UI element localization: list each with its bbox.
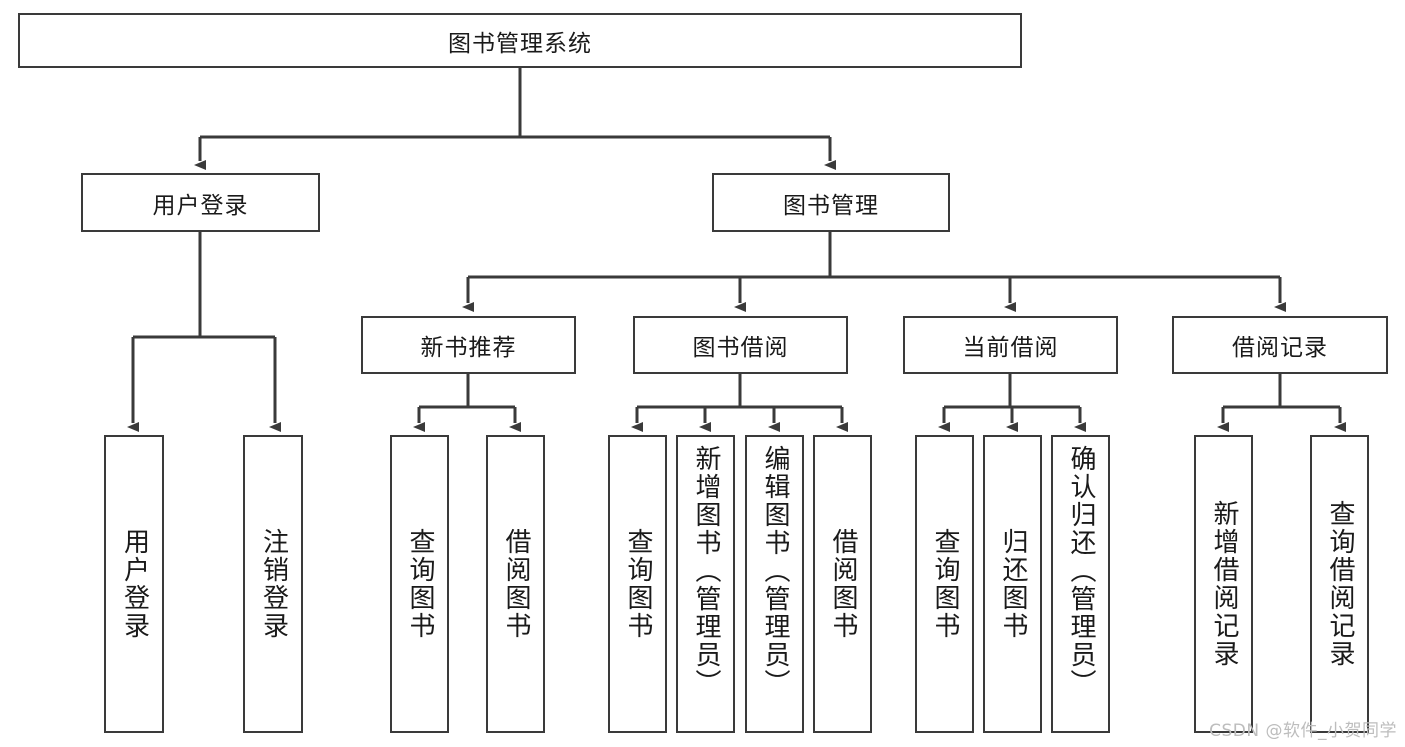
leaf-return-book[interactable]: 归还图书 xyxy=(983,435,1042,733)
node-label: 查询图书 xyxy=(623,528,654,640)
node-label: 新增图书（管理员） xyxy=(691,445,722,697)
node-book-borrow[interactable]: 图书借阅 xyxy=(633,316,848,374)
node-label: 查询图书 xyxy=(405,528,436,640)
node-new-book-recommend[interactable]: 新书推荐 xyxy=(361,316,576,374)
node-label: 编辑图书（管理员） xyxy=(760,445,791,697)
node-user-login[interactable]: 用户登录 xyxy=(81,173,320,232)
node-label: 用户登录 xyxy=(152,192,249,219)
leaf-user-login[interactable]: 用户登录 xyxy=(104,435,164,733)
node-current-borrow[interactable]: 当前借阅 xyxy=(903,316,1118,374)
leaf-confirm-return[interactable]: 确认归还（管理员） xyxy=(1051,435,1110,733)
node-label: 图书借阅 xyxy=(692,335,789,361)
csdn-watermark: CSDN @软件_小贺同学 xyxy=(1209,721,1397,741)
leaf-logout-login[interactable]: 注销登录 xyxy=(243,435,303,733)
leaf-query-book-current[interactable]: 查询图书 xyxy=(915,435,974,733)
node-label: 图书管理 xyxy=(783,192,879,219)
node-label: 确认归还（管理员） xyxy=(1066,445,1097,697)
node-label: 注销登录 xyxy=(258,528,289,640)
node-label: 查询图书 xyxy=(930,528,961,640)
node-root-system[interactable]: 图书管理系统 xyxy=(18,13,1022,68)
node-label: 新增借阅记录 xyxy=(1209,500,1240,668)
node-label: 查询借阅记录 xyxy=(1325,500,1356,668)
leaf-add-borrow-record[interactable]: 新增借阅记录 xyxy=(1194,435,1253,733)
node-label: 归还图书 xyxy=(998,528,1029,640)
leaf-query-borrow-record[interactable]: 查询借阅记录 xyxy=(1310,435,1369,733)
node-label: 借阅记录 xyxy=(1232,335,1328,361)
leaf-borrow-book-recommend[interactable]: 借阅图书 xyxy=(486,435,545,733)
node-label: 借阅图书 xyxy=(501,528,532,640)
node-label: 图书管理系统 xyxy=(448,30,592,57)
node-label: 借阅图书 xyxy=(828,528,859,640)
leaf-borrow-book[interactable]: 借阅图书 xyxy=(813,435,872,733)
node-label: 新书推荐 xyxy=(420,335,517,361)
node-borrow-record[interactable]: 借阅记录 xyxy=(1172,316,1388,374)
node-label: 当前借阅 xyxy=(962,335,1059,361)
leaf-edit-book[interactable]: 编辑图书（管理员） xyxy=(745,435,804,733)
leaf-query-book-borrow[interactable]: 查询图书 xyxy=(608,435,667,733)
node-book-management[interactable]: 图书管理 xyxy=(712,173,950,232)
leaf-add-book[interactable]: 新增图书（管理员） xyxy=(676,435,735,733)
leaf-query-book-recommend[interactable]: 查询图书 xyxy=(390,435,449,733)
node-label: 用户登录 xyxy=(119,528,150,640)
